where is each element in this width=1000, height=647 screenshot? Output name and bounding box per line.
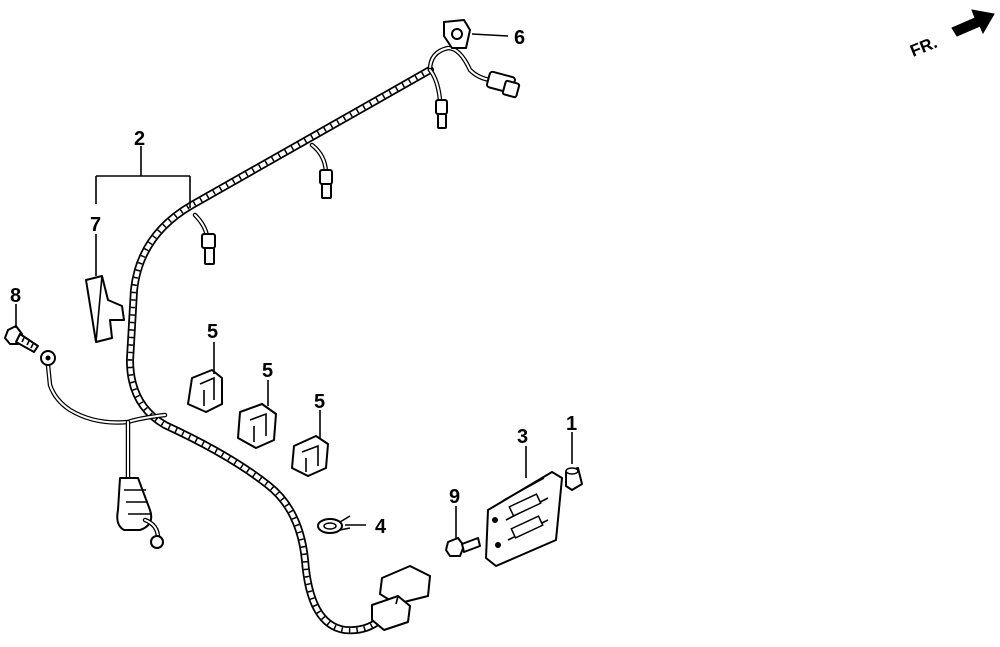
- callout-8: 8: [10, 285, 21, 307]
- callout-3: 3: [517, 426, 528, 448]
- callout-5a: 5: [207, 321, 218, 343]
- ignition-boot: [116, 477, 164, 549]
- ground-wire-branch: [40, 350, 168, 483]
- sensor-connector-c: [192, 212, 216, 265]
- wire-harness: [126, 66, 434, 635]
- part-5-clip-a: [187, 369, 223, 413]
- part-7-bracket: [85, 275, 125, 343]
- part-6-clamp: [443, 19, 471, 49]
- top-right-connector: [486, 70, 521, 99]
- callouts: 2 7 8 5 5 5 4 3 1 9 6: [10, 27, 577, 538]
- part-3-plate: [485, 471, 563, 567]
- bottom-connector: [371, 565, 431, 631]
- callout-2: 2: [134, 128, 145, 150]
- callout-7: 7: [90, 214, 101, 236]
- top-branch-wires: [427, 45, 493, 103]
- callout-4: 4: [375, 516, 387, 538]
- part-9-bolt: [445, 537, 481, 557]
- part-5-clip-b: [237, 403, 277, 449]
- leader-lines: [15, 33, 573, 538]
- part-4-clip: [317, 515, 351, 534]
- callout-6: 6: [514, 27, 525, 49]
- part-8-bolt: [4, 325, 39, 353]
- arrow-right-icon: [951, 9, 995, 37]
- part-5-clip-c: [291, 435, 329, 477]
- front-label: FR.: [907, 33, 940, 61]
- part-1-grommet: [565, 467, 583, 491]
- sensor-connector-b: [309, 142, 333, 199]
- callout-9: 9: [449, 486, 460, 508]
- callout-5b: 5: [262, 360, 273, 382]
- callout-1: 1: [566, 413, 577, 435]
- sensor-connector-a: [435, 99, 448, 129]
- front-indicator: FR.: [907, 9, 995, 61]
- callout-5c: 5: [314, 391, 325, 413]
